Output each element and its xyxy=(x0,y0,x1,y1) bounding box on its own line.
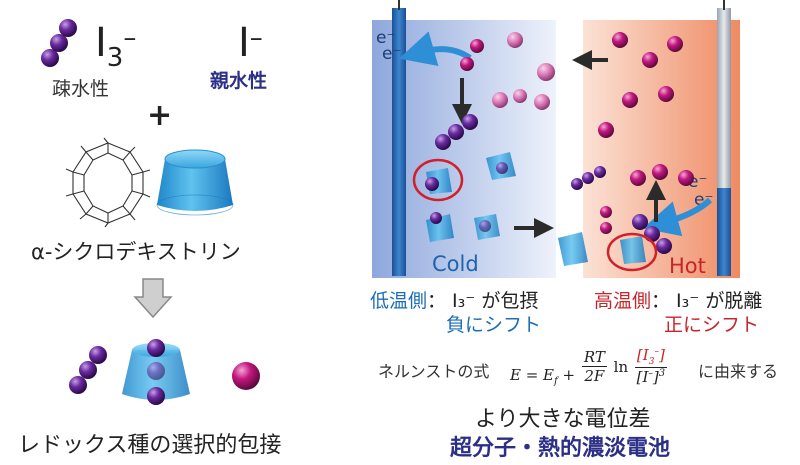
electron-label-cold-1: e⁻ xyxy=(376,28,396,48)
larger-potential-label: より大きな電位差 xyxy=(475,407,651,432)
cyclodextrin-cone-icon xyxy=(156,149,234,216)
hot-electrode-bottom xyxy=(717,188,731,276)
nernst-prefix: ネルンストの式 xyxy=(378,362,490,381)
hot-side-description: 高温側： I₃⁻ が脱離 xyxy=(594,286,762,313)
hot-electrode-wire xyxy=(723,0,725,10)
cell-reaction-scheme xyxy=(398,31,713,272)
cold-electrode-wire xyxy=(398,0,400,10)
cold-side-title: 低温側 xyxy=(370,290,428,312)
iodide-ion-icon xyxy=(232,362,260,390)
triiodide-symbol: I3– xyxy=(95,20,137,73)
electron-label-cold-2: e⁻ xyxy=(382,44,402,64)
down-arrow-icon xyxy=(133,278,173,319)
cold-label: Cold xyxy=(432,252,479,276)
hot-side-desc: ： I₃⁻ が脱離 xyxy=(651,290,763,312)
triiodide-molecule-icon xyxy=(41,19,77,67)
cyclodextrin-ring-structure-icon xyxy=(65,137,151,228)
plus-sign: + xyxy=(147,98,173,133)
cyclodextrin-label: α-シクロデキストリン xyxy=(31,240,241,264)
hydrophobic-label: 疎水性 xyxy=(52,78,110,100)
inclusion-complex-icon xyxy=(122,339,190,405)
iodide-symbol: I– xyxy=(238,20,263,66)
cold-side-description: 低温側： I₃⁻ が包摂 xyxy=(370,286,538,313)
selective-inclusion-label: レドックス種の選択的包接 xyxy=(18,433,282,458)
nernst-suffix: に由来する xyxy=(698,362,779,381)
nernst-equation: E = Ef + RT 2F ln [I3–] [I–]3 xyxy=(510,346,667,387)
hot-shift-label: 正にシフト xyxy=(664,314,760,336)
cold-electrode xyxy=(392,8,406,276)
hot-side-title: 高温側 xyxy=(594,290,652,312)
cold-shift-label: 負にシフト xyxy=(446,314,542,336)
free-triiodide-molecule-icon xyxy=(69,346,107,394)
hot-electrode-top xyxy=(717,8,731,188)
hot-label: Hot xyxy=(669,254,706,278)
hydrophilic-label: 親水性 xyxy=(210,70,268,92)
cold-side-desc: ： I₃⁻ が包摂 xyxy=(427,290,539,312)
main-title: 超分子・熱的濃淡電池 xyxy=(450,436,671,461)
